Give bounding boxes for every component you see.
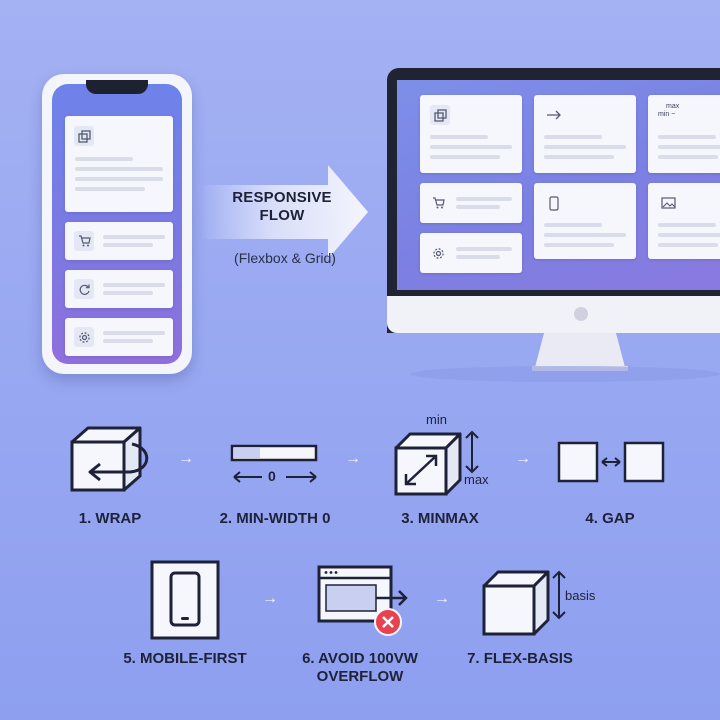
arrow-right-icon [544,105,564,125]
monitor-card-cart [420,183,522,223]
monitor-shadow [410,366,720,382]
phone-notch [86,80,148,94]
gap-squares-icon [557,441,665,483]
minmax-min-text: min [426,412,447,427]
monitor-chin [387,296,720,333]
step-1-label: 1. WRAP [78,510,142,527]
step-3-label: 3. MINMAX [401,510,479,527]
layers-icon [430,105,450,125]
monitor-card-mobile [534,183,636,259]
minmax-mini-icon: max min ~ [658,103,680,118]
flow-title: RESPONSIVE FLOW [232,189,332,224]
minmax-max-text: max [464,472,489,487]
step-2-label: 2. MIN-WIDTH 0 [219,510,331,527]
arrow-right-icon: → [434,590,450,607]
phone-card-cart [65,222,173,260]
arrow-right-icon: → [178,450,194,467]
minmax-cube-icon [394,430,479,496]
monitor-card-arrow [534,95,636,173]
monitor-card-settings [420,233,522,273]
monitor-card-image [648,183,720,259]
cart-icon [74,231,94,251]
step-7-label: 7. FLEX-BASIS [467,650,573,667]
overflow-window-icon [317,565,408,636]
monitor-logo-dot [574,307,588,321]
phone-card-settings [65,318,173,356]
monitor-screen: max min ~ [397,80,720,290]
gear-icon [428,243,448,263]
monitor-card-minmax: max min ~ [648,95,720,173]
image-icon [658,193,678,213]
phone-card-refresh [65,270,173,308]
arrow-right-icon: → [262,590,278,607]
mobile-icon [544,193,564,213]
phone-screen [52,84,182,364]
flow-subtitle: (Flexbox & Grid) [234,250,336,266]
refresh-icon [74,279,94,299]
layers-icon [74,126,94,146]
gear-icon [74,327,94,347]
phone-card-large [65,116,173,212]
cart-icon [428,193,448,213]
flex-basis-text: basis [565,588,596,603]
step-4-label: 4. GAP [585,510,635,527]
mobile-first-icon [150,560,220,640]
step-5-label: 5. MOBILE-FIRST [123,650,247,667]
min-width-zero-text: 0 [268,468,276,484]
flex-basis-cube-icon [482,570,566,636]
step-6-label: 6. AVOID 100VW OVERFLOW [302,650,418,685]
flow-arrow-icon [200,165,368,259]
monitor-card-layers [420,95,522,173]
arrow-right-icon: → [345,450,361,467]
arrow-right-icon: → [515,450,531,467]
wrap-cube-icon [70,426,149,492]
min-width-bar-icon [230,444,318,483]
